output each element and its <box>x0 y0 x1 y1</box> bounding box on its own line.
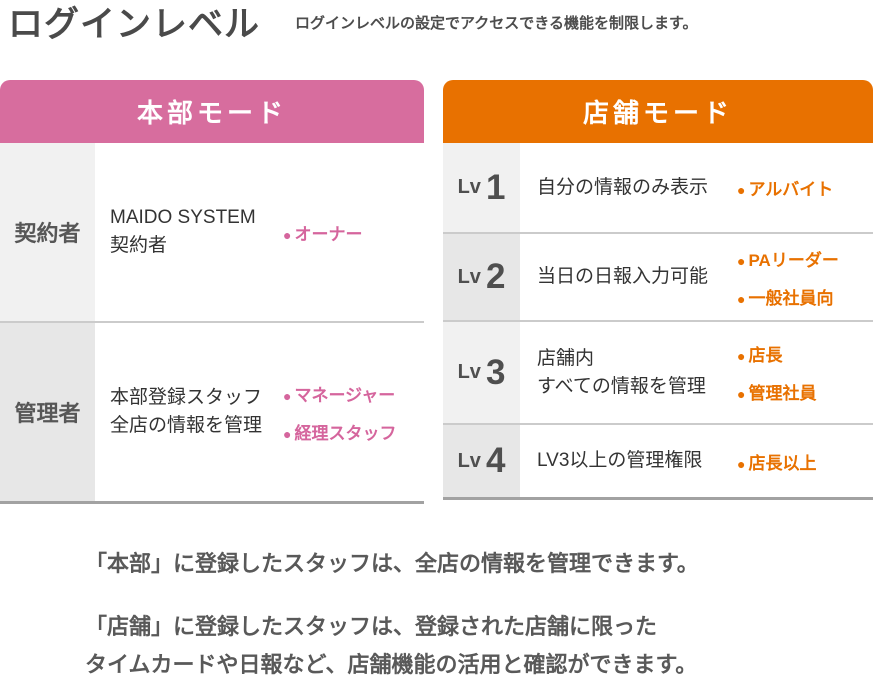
role-label: 店長 <box>748 346 783 365</box>
role-item: ●一般社員向 <box>737 284 839 309</box>
bullet-icon: ● <box>737 455 746 472</box>
bullet-icon: ● <box>737 386 746 402</box>
level-number: 4 <box>485 441 506 480</box>
bullet-icon: ● <box>737 348 746 364</box>
role-list: ●PAリーダー ●一般社員向 <box>737 246 839 309</box>
headquarters-panel-body: 契約者 MAIDO SYSTEM 契約者 ●オーナー 管理者 本部登録スタッフ … <box>0 143 424 504</box>
level-number: 1 <box>485 167 506 207</box>
role-item: ●経理スタッフ <box>283 419 396 444</box>
level-prefix: Lv <box>457 449 481 472</box>
level-number: 3 <box>485 352 506 392</box>
row-content: 自分の情報のみ表示 ●アルバイト <box>520 143 873 232</box>
role-label: 一般社員向 <box>748 288 834 308</box>
role-item: ●管理社員 <box>737 379 816 404</box>
row-content: MAIDO SYSTEM 契約者 ●オーナー <box>95 143 424 321</box>
role-label: 経理スタッフ <box>294 423 397 443</box>
table-row: 契約者 MAIDO SYSTEM 契約者 ●オーナー <box>0 143 424 321</box>
role-list: ●オーナー <box>283 220 362 245</box>
row-description: 本部登録スタッフ 全店の情報を管理 <box>110 387 263 436</box>
bullet-icon: ● <box>737 252 746 269</box>
role-label: オーナー <box>294 224 363 244</box>
role-label: 管理社員 <box>748 384 817 403</box>
row-content: 本部登録スタッフ 全店の情報を管理 ●マネージャー ●経理スタッフ <box>95 323 424 501</box>
row-content: 当日の日報入力可能 ●PAリーダー ●一般社員向 <box>520 234 873 320</box>
role-list: ●アルバイト <box>737 175 833 200</box>
level-prefix: Lv <box>457 176 481 198</box>
note-store: 「店舗」に登録したスタッフは、登録された店舗に限った タイムカードや日報など、店… <box>85 614 698 677</box>
headquarters-panel-header: 本部モード <box>0 80 424 143</box>
role-label: マネージャー <box>294 385 396 405</box>
bullet-icon: ● <box>737 290 746 307</box>
role-item: ●オーナー <box>283 220 362 245</box>
bullet-icon: ● <box>283 387 292 404</box>
role-list: ●店長以上 <box>737 449 816 474</box>
role-list: ●店長 ●管理社員 <box>737 341 816 404</box>
role-item: ●店長以上 <box>737 449 816 474</box>
row-content: 店舗内 すべての情報を管理 ●店長 ●管理社員 <box>520 322 873 423</box>
role-item: ●アルバイト <box>737 175 833 200</box>
role-item: ●PAリーダー <box>737 246 839 271</box>
role-item: ●マネージャー <box>283 381 396 406</box>
role-label: PAリーダー <box>748 250 839 270</box>
row-description: LV3以上の管理権限 <box>537 450 703 472</box>
bullet-icon: ● <box>737 182 746 198</box>
store-panel-header: 店舗モード <box>443 80 873 143</box>
row-label-kanrisha: 管理者 <box>0 323 95 501</box>
page-subtitle: ログインレベルの設定でアクセスできる機能を制限します。 <box>295 15 698 32</box>
note-headquarters: 「本部」に登録したスタッフは、全店の情報を管理できます。 <box>85 551 699 576</box>
level-number: 2 <box>485 257 506 296</box>
notes-section: 「本部」に登録したスタッフは、全店の情報を管理できます。 「店舗」に登録したスタ… <box>85 545 825 684</box>
role-item: ●店長 <box>737 341 816 366</box>
row-description: 自分の情報のみ表示 <box>537 176 709 198</box>
row-description: 当日の日報入力可能 <box>537 266 709 288</box>
table-row: 管理者 本部登録スタッフ 全店の情報を管理 ●マネージャー ●経理スタッフ <box>0 321 424 501</box>
row-description: MAIDO SYSTEM 契約者 <box>110 207 256 256</box>
row-content: LV3以上の管理権限 ●店長以上 <box>520 425 873 497</box>
row-label-keiyakusha: 契約者 <box>0 143 95 321</box>
role-label: 店長以上 <box>748 453 817 473</box>
row-description: 店舗内 すべての情報を管理 <box>537 347 706 397</box>
page-title: ログインレベル <box>8 5 261 44</box>
role-list: ●マネージャー ●経理スタッフ <box>283 381 396 444</box>
role-label: アルバイト <box>748 180 834 199</box>
level-prefix: Lv <box>457 265 481 288</box>
bullet-icon: ● <box>283 226 292 243</box>
headquarters-panel: 本部モード 契約者 MAIDO SYSTEM 契約者 ●オーナー 管理者 本部登… <box>0 80 424 504</box>
level-prefix: Lv <box>457 361 481 383</box>
bullet-icon: ● <box>283 425 292 442</box>
